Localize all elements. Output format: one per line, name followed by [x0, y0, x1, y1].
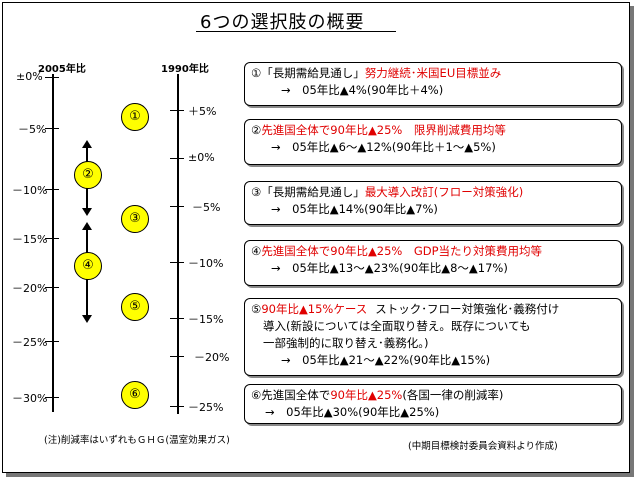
option3-heading-highlight: 最大導入改訂(フロー対策強化)	[364, 185, 524, 199]
option6-box: ⑥先進国全体で90年比▲25%(各国一律の削減率) → 05年比▲30%(90年…	[244, 384, 622, 424]
option1-marker: ①	[121, 103, 149, 131]
left-tick	[45, 128, 59, 129]
option6-heading-detail: (各国一律の削減率)	[402, 388, 504, 402]
page-title: 6つの選択肢の概要	[200, 12, 365, 33]
range-arrow-head-down	[82, 208, 92, 216]
title-underline	[196, 31, 396, 32]
option3-result: → 05年比▲14%(90年比▲7%)	[271, 202, 438, 216]
option5-result: → 05年比▲21～▲22%(90年比▲15%)	[281, 353, 491, 367]
option2-result: → 05年比▲6～▲12%(90年比＋1～▲5%)	[271, 140, 496, 154]
option5-heading: ⑤	[251, 302, 262, 316]
option2-heading-highlight: 先進国全体で90年比▲25% 限界削減費用均等	[261, 123, 506, 137]
left-axis-heading: 2005年比	[38, 64, 86, 75]
right-tick-label: ±0%	[188, 151, 215, 164]
option1-heading: ①「長期需給見通し」	[251, 66, 365, 80]
range-arrow-head-up	[82, 140, 92, 148]
option5-marker: ⑤	[121, 293, 149, 321]
left-tick	[45, 189, 59, 190]
option6-marker: ⑥	[121, 381, 149, 409]
right-axis-line	[177, 74, 179, 414]
option4-heading-highlight: 先進国全体で90年比▲25% GDP当たり対策費用均等	[261, 244, 543, 258]
left-tick-label: －20%	[12, 282, 48, 295]
right-tick	[170, 262, 184, 263]
right-tick-label: －10%	[188, 257, 224, 270]
option6-heading: ⑥先進国全体で	[251, 388, 331, 402]
range-arrow-head-up	[82, 222, 92, 230]
source-note: (中期目標検討委員会資料より作成)	[408, 441, 558, 452]
right-tick	[170, 110, 184, 111]
left-tick	[45, 341, 59, 342]
range-arrow-head-down	[82, 315, 92, 323]
left-tick-label: －15%	[12, 233, 48, 246]
left-tick	[45, 397, 59, 398]
option5-heading-highlight: 90年比▲15%ケース	[261, 302, 368, 316]
left-tick-label: ±0%	[16, 70, 43, 83]
right-tick-label: －20%	[194, 351, 230, 364]
left-tick-label: －10%	[12, 184, 48, 197]
option5-detail-line1: 導入(新設については全面取り替え。既存についても	[263, 319, 531, 333]
right-tick-label: ＋5%	[188, 105, 217, 118]
footnote: (注)削減率はいずれもＧＨＧ(温室効果ガス)	[44, 435, 230, 446]
option4-result: → 05年比▲13～▲23%(90年比▲8～▲17%)	[271, 261, 508, 275]
option2-box: ②先進国全体で90年比▲25% 限界削減費用均等 → 05年比▲6～▲12%(9…	[244, 119, 622, 165]
left-tick-label: －25%	[12, 336, 48, 349]
left-tick	[45, 238, 59, 239]
option1-box: ①「長期需給見通し」努力継続･米国EU目標並み → 05年比▲4%(90年比＋4…	[244, 62, 622, 106]
left-tick	[45, 287, 59, 288]
right-tick-label: －15%	[188, 313, 224, 326]
option6-heading-highlight: 90年比▲25%	[330, 388, 403, 402]
right-axis-heading: 1990年比	[161, 64, 209, 75]
option5-detail-line2: 一部強制的に取り替え･義務化。)	[263, 336, 429, 350]
left-tick-label: －30%	[12, 392, 48, 405]
option5-box: ⑤90年比▲15%ケースストック･フロー対策強化･義務付け 導入(新設については…	[244, 298, 622, 376]
right-tick	[170, 158, 184, 159]
left-tick-label: －5%	[18, 123, 47, 136]
option1-heading-highlight: 努力継続･米国EU目標並み	[364, 66, 502, 80]
option2-marker: ②	[74, 161, 102, 189]
left-tick	[45, 77, 59, 78]
option5-heading-detail: ストック･フロー対策強化･義務付け	[375, 302, 560, 316]
option3-box: ③「長期需給見通し」最大導入改訂(フロー対策強化) → 05年比▲14%(90年…	[244, 181, 622, 225]
option1-result: → 05年比▲4%(90年比＋4%)	[281, 83, 444, 97]
option4-marker: ④	[74, 252, 102, 280]
right-tick	[170, 406, 184, 407]
right-tick-label: －25%	[188, 401, 224, 414]
option3-marker: ③	[121, 205, 149, 233]
option4-heading: ④	[251, 244, 262, 258]
option4-box: ④先進国全体で90年比▲25% GDP当たり対策費用均等 → 05年比▲13～▲…	[244, 240, 622, 286]
left-axis-line	[52, 74, 54, 412]
right-tick-label: －5%	[192, 201, 221, 214]
right-tick	[170, 318, 184, 319]
option2-heading: ②	[251, 123, 262, 137]
option6-result: → 05年比▲30%(90年比▲25%)	[265, 405, 440, 419]
right-tick	[170, 206, 184, 207]
right-tick	[170, 356, 184, 357]
option3-heading: ③「長期需給見通し」	[251, 185, 365, 199]
